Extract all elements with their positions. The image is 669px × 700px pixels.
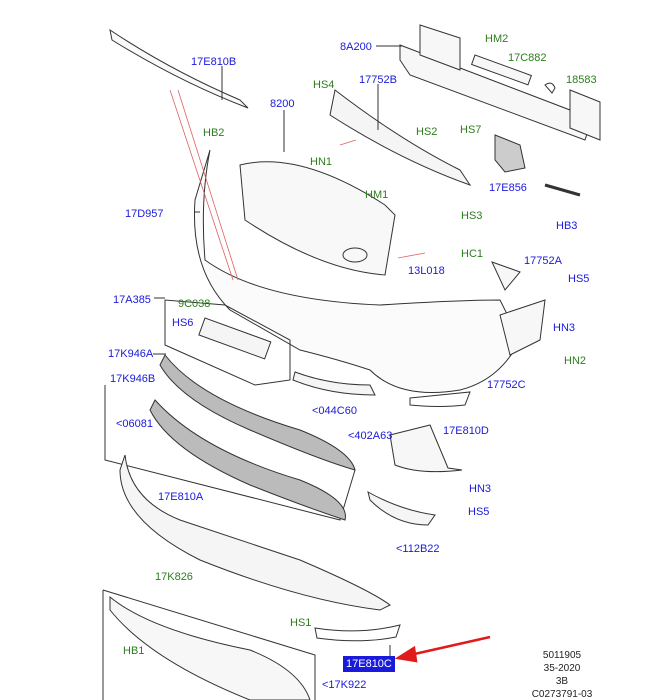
callout-9C038[interactable]: 9C038 xyxy=(178,298,211,310)
callout-044C60[interactable]: <044C60 xyxy=(312,405,357,417)
callout-8200[interactable]: 8200 xyxy=(270,98,295,110)
callout-8A200[interactable]: 8A200 xyxy=(340,41,372,53)
callout-17752C[interactable]: 17752C xyxy=(487,379,526,391)
lower-grille-B xyxy=(149,399,346,521)
callout-17E810D[interactable]: 17E810D xyxy=(443,425,489,437)
callout-17K826[interactable]: 17K826 xyxy=(155,571,193,583)
callout-17K946A[interactable]: 17K946A xyxy=(108,348,154,360)
callout-HS4[interactable]: HS4 xyxy=(313,79,335,91)
callout-HN1[interactable]: HN1 xyxy=(310,156,333,168)
reference-date: 35-2020 xyxy=(543,663,581,674)
callout-17E810B[interactable]: 17E810B xyxy=(191,56,237,68)
grille xyxy=(239,161,396,276)
callout-17752B[interactable]: 17752B xyxy=(359,74,397,86)
callout-13L018[interactable]: 13L018 xyxy=(408,265,445,277)
callout-17C882[interactable]: 17C882 xyxy=(508,52,547,64)
callout-17K922[interactable]: <17K922 xyxy=(322,679,367,691)
callout-17E856[interactable]: 17E856 xyxy=(489,182,527,194)
callout-HB1[interactable]: HB1 xyxy=(123,645,145,657)
undertray xyxy=(119,454,391,611)
bumper-cover xyxy=(193,149,521,393)
reference-block: 5011905 35-2020 3B C0273791-03 xyxy=(522,649,602,700)
callout-HS6[interactable]: HS6 xyxy=(172,317,194,329)
callout-HM2[interactable]: HM2 xyxy=(485,33,509,45)
callout-18583[interactable]: 18583 xyxy=(566,74,597,86)
callout-17E810A[interactable]: 17E810A xyxy=(158,491,204,503)
callout-402A63[interactable]: <402A63 xyxy=(348,430,393,442)
callout-HS7[interactable]: HS7 xyxy=(460,124,482,136)
callout-HN3-upper[interactable]: HN3 xyxy=(553,322,576,334)
trim-strip-17E810B xyxy=(109,28,249,109)
callout-HM1[interactable]: HM1 xyxy=(365,189,389,201)
callout-HS1[interactable]: HS1 xyxy=(290,617,312,629)
energy-absorber xyxy=(329,89,472,186)
selection-arrow xyxy=(394,635,491,663)
callout-HS2[interactable]: HS2 xyxy=(416,126,438,138)
callout-HB2[interactable]: HB2 xyxy=(203,127,225,139)
reference-section: 3B xyxy=(555,676,569,687)
reference-code: C0273791-03 xyxy=(531,689,593,700)
callout-17E810C-selected[interactable]: 17E810C xyxy=(343,656,395,672)
callout-17752A[interactable]: 17752A xyxy=(524,255,562,267)
callout-17A385[interactable]: 17A385 xyxy=(113,294,151,306)
callout-112B22[interactable]: <112B22 xyxy=(396,543,440,555)
callout-06081[interactable]: <06081 xyxy=(116,418,154,430)
reference-number: 5011905 xyxy=(542,650,582,661)
callout-HN3-lower[interactable]: HN3 xyxy=(469,483,492,495)
callout-HC1[interactable]: HC1 xyxy=(461,248,484,260)
callout-HB3[interactable]: HB3 xyxy=(556,220,578,232)
callout-HS5-upper[interactable]: HS5 xyxy=(568,273,590,285)
trim-strip-17E810C xyxy=(314,624,401,642)
lower-valance xyxy=(109,595,311,700)
callout-17K946B[interactable]: 17K946B xyxy=(110,373,156,385)
callout-HS3[interactable]: HS3 xyxy=(461,210,483,222)
callout-HN2[interactable]: HN2 xyxy=(564,355,587,367)
callout-HS5-lower[interactable]: HS5 xyxy=(468,506,490,518)
callout-17D957[interactable]: 17D957 xyxy=(125,208,164,220)
